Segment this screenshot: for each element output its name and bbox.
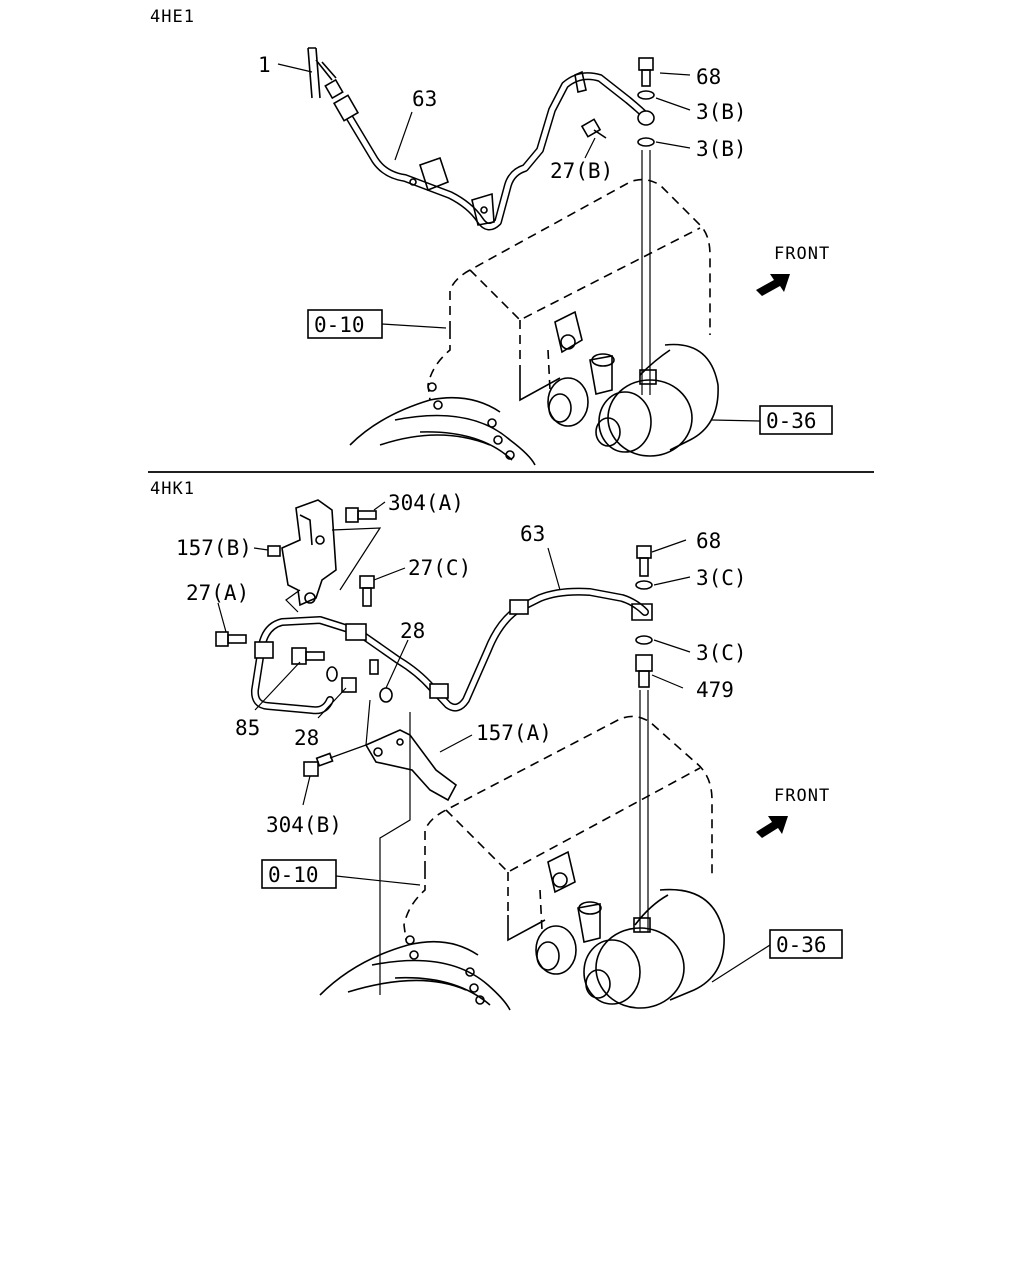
callout-304b: 304(B) — [266, 813, 342, 837]
ref-box-0-10 — [307, 309, 383, 339]
callout-3b-lower: 3(B) — [696, 137, 747, 161]
alignment-line — [379, 712, 411, 995]
ref-0-10: 0-10 — [268, 863, 319, 887]
callout-1: 1 — [258, 53, 271, 77]
part-1-hook — [307, 47, 337, 99]
callout-3c-upper: 3(C) — [696, 566, 747, 590]
section-title: 4HE1 — [150, 7, 195, 27]
callout-63: 63 — [520, 522, 545, 546]
callout-157a: 157(A) — [476, 721, 552, 745]
ref-0-10: 0-10 — [314, 313, 365, 337]
section-title: 4HK1 — [150, 479, 195, 499]
callout-68: 68 — [696, 529, 721, 553]
bolt-85-and-washers — [291, 647, 393, 703]
section-4he1: 4HE1 — [150, 7, 833, 466]
engine-illustration — [349, 178, 719, 466]
section-4hk1: 4HK1 — [150, 479, 843, 1011]
leader-lines — [217, 501, 771, 983]
ref-box-0-10 — [261, 859, 337, 889]
front-arrow-icon — [756, 274, 790, 296]
bracket-157b — [267, 499, 382, 607]
callout-28-upper: 28 — [400, 619, 425, 643]
callout-479: 479 — [696, 678, 734, 702]
callout-3b-upper: 3(B) — [696, 100, 747, 124]
oil-pipe-63 — [324, 70, 649, 231]
callout-85: 85 — [235, 716, 260, 740]
bolt-27a — [215, 631, 247, 647]
ref-0-36: 0-36 — [766, 409, 817, 433]
oil-pipe-63 — [250, 587, 653, 715]
callout-27b: 27(B) — [550, 159, 613, 183]
bolt-27c — [359, 575, 375, 607]
ref-box-0-36 — [759, 405, 833, 435]
bolt-68-stack — [637, 57, 655, 395]
callout-68: 68 — [696, 65, 721, 89]
callout-157b: 157(B) — [176, 536, 252, 560]
ref-box-0-36 — [769, 929, 843, 959]
engine-illustration — [319, 715, 725, 1011]
front-arrow-icon — [756, 816, 788, 838]
callout-304a: 304(A) — [388, 491, 464, 515]
callout-27c: 27(C) — [408, 556, 471, 580]
front-label: FRONT — [774, 244, 830, 264]
bracket-157a — [364, 699, 458, 802]
bolt-304b — [303, 744, 367, 777]
ref-0-36: 0-36 — [776, 933, 827, 957]
bolt-68-stack — [635, 545, 653, 932]
callout-27a: 27(A) — [186, 581, 249, 605]
bolt-304a — [345, 507, 377, 523]
leader-lines — [277, 63, 761, 422]
front-label: FRONT — [774, 786, 830, 806]
callout-3c-lower: 3(C) — [696, 641, 747, 665]
callout-63: 63 — [412, 87, 437, 111]
callout-28-lower: 28 — [294, 726, 319, 750]
bolt-27b — [580, 118, 607, 139]
